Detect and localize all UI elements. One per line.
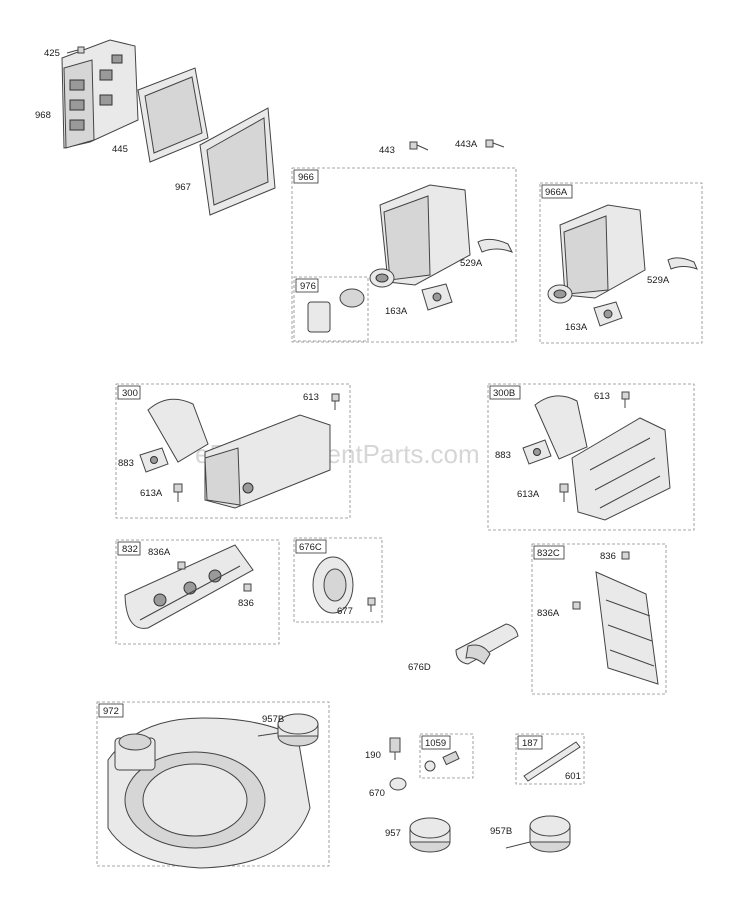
fuel-cap-957B-1: [257, 713, 319, 747]
label-957B-2: 957B: [490, 826, 512, 837]
label-883-1: 883: [118, 458, 134, 469]
bolt-613A-2: [559, 483, 569, 502]
screw-425: [66, 46, 85, 54]
bolt-836A-2: [572, 601, 581, 610]
label-163A-1: 163A: [385, 306, 408, 317]
label-676D: 676D: [408, 662, 431, 673]
bolt-613-1: [331, 393, 340, 410]
group-box-966A: [539, 182, 703, 344]
group-box-300: [115, 383, 351, 519]
label-883-2: 883: [495, 450, 511, 461]
exhaust-deflector-676D: [455, 623, 519, 665]
label-443A: 443A: [455, 139, 478, 150]
group-box-187: [515, 733, 585, 785]
label-425: 425: [44, 48, 60, 59]
label-601: 601: [565, 771, 581, 782]
bolt-443A: [485, 139, 505, 148]
fuel-line-187: [523, 741, 581, 782]
label-443: 443: [379, 145, 395, 156]
group-tag-966: 966: [298, 172, 314, 183]
fuel-cap-957: [409, 817, 451, 853]
group-box-832: [115, 539, 280, 645]
deflector-529A-1: [477, 238, 514, 253]
air-filter-445: [137, 67, 209, 163]
group-tag-976: 976: [300, 281, 316, 292]
label-836-2: 836: [600, 551, 616, 562]
label-529A-2: 529A: [647, 275, 670, 286]
gasket-883-2: [522, 439, 552, 465]
bolt-613-2: [621, 391, 630, 408]
label-836A-2: 836A: [537, 608, 560, 619]
fuel-cap-957B-2: [505, 815, 571, 853]
pre-cleaner-967: [199, 107, 276, 216]
bolt-443: [409, 141, 429, 151]
gasket-163A-2: [593, 301, 623, 327]
screw-677: [367, 597, 376, 612]
label-529A-1: 529A: [460, 258, 483, 269]
group-box-300B: [487, 383, 695, 531]
gasket-883-1: [139, 447, 169, 473]
group-tag-300: 300: [122, 388, 138, 399]
group-tag-187: 187: [522, 738, 538, 749]
label-677: 677: [337, 606, 353, 617]
spark-arrestor-976: [307, 288, 365, 333]
group-box-1059: [419, 733, 474, 779]
muffler-300B: [534, 395, 671, 521]
label-163A-2: 163A: [565, 322, 588, 333]
label-670: 670: [369, 788, 385, 799]
label-190: 190: [365, 750, 381, 761]
bolt-836A-1: [177, 561, 186, 570]
muffler-300: [147, 398, 331, 509]
muffler-966A: [547, 204, 646, 304]
bolt-836-2: [621, 551, 630, 560]
label-613A-2: 613A: [517, 489, 540, 500]
label-613A-1: 613A: [140, 488, 163, 499]
group-tag-966A: 966A: [545, 187, 568, 198]
label-613-1: 613: [303, 392, 319, 403]
bolt-613A-1: [173, 483, 183, 502]
deflector-529A-2: [667, 257, 698, 270]
label-957B-1: 957B: [262, 714, 284, 725]
label-967: 967: [175, 182, 191, 193]
air-cleaner-base: [61, 39, 139, 149]
group-tag-676C: 676C: [299, 542, 322, 553]
muffler-966: [369, 184, 471, 288]
label-445: 445: [112, 144, 128, 155]
bushing-670: [389, 777, 407, 791]
label-836-1: 836: [238, 598, 254, 609]
group-tag-972: 972: [103, 706, 119, 717]
group-tag-832: 832: [122, 544, 138, 555]
bolt-836-1: [243, 583, 252, 592]
muffler-guard-832C: [595, 571, 659, 685]
muffler-guard-832: [124, 544, 254, 629]
group-box-832C: [531, 543, 667, 695]
blower-housing-972: [107, 717, 311, 869]
group-tag-1059: 1059: [425, 738, 446, 749]
group-box-976: [293, 276, 369, 342]
label-613-2: 613: [594, 391, 610, 402]
valve-kit-1059: [424, 750, 460, 772]
group-box-676C: [293, 537, 383, 623]
gasket-163A-1: [421, 283, 453, 311]
group-tag-300B: 300B: [493, 388, 515, 399]
label-957: 957: [385, 828, 401, 839]
group-box-966: [291, 167, 517, 343]
group-tag-832C: 832C: [537, 548, 560, 559]
label-968: 968: [35, 110, 51, 121]
exhaust-adapter-676C: [312, 556, 354, 614]
valve-190: [389, 737, 401, 760]
label-836A-1: 836A: [148, 547, 171, 558]
